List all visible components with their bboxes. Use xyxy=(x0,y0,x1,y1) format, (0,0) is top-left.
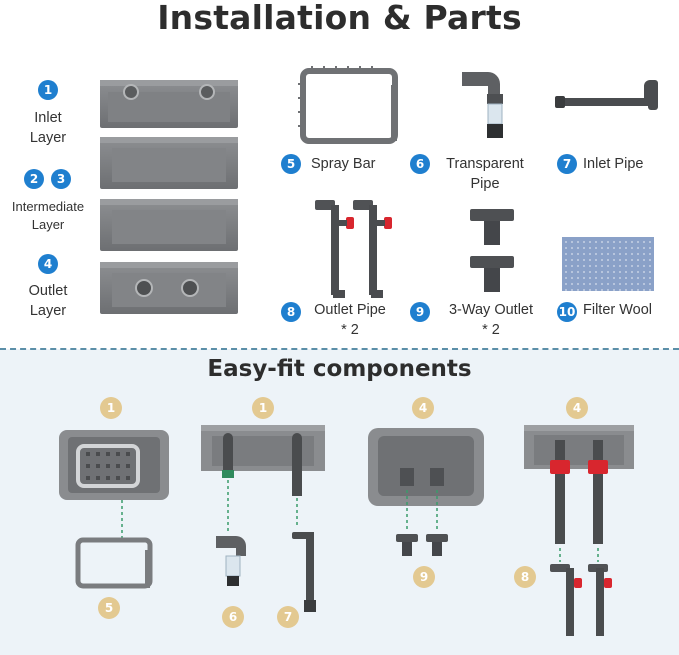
label-line: Layer xyxy=(29,130,67,146)
inlet-tray-spray-bar-assembly xyxy=(59,430,169,589)
three-way-outlet-illustration xyxy=(470,209,514,292)
outlet-tray-three-way-assembly xyxy=(368,428,484,556)
inlet-tray xyxy=(100,80,238,128)
label-line: * 2 xyxy=(482,322,500,338)
three-way-outlet-label: 3-Way Outlet * 2 xyxy=(435,300,547,340)
badge-4: 4 xyxy=(38,254,58,274)
inlet-pipe-label: Inlet Pipe xyxy=(583,156,644,172)
badge-9: 9 xyxy=(410,302,430,322)
label-line: Layer xyxy=(29,303,67,319)
label-line: Intermediate xyxy=(11,199,85,214)
section-divider xyxy=(0,348,679,350)
label-line: Layer xyxy=(31,217,65,232)
badge-6: 6 xyxy=(410,154,430,174)
component-badge-8: 8 xyxy=(514,566,536,588)
component-badge-5: 5 xyxy=(98,597,120,619)
page-title: Installation & Parts xyxy=(157,0,522,37)
outlet-pipe-label: Outlet Pipe * 2 xyxy=(303,300,397,340)
transparent-pipe-illustration xyxy=(462,72,503,138)
outlet-tray-outlet-pipe-assembly xyxy=(524,425,634,636)
label-line: Transparent xyxy=(446,156,524,172)
spray-bar-label: Spray Bar xyxy=(311,156,376,172)
outlet-layer-label: Outlet Layer xyxy=(14,281,82,321)
component-badge-1a: 1 xyxy=(100,397,122,419)
badge-7: 7 xyxy=(557,154,577,174)
label-line: Outlet xyxy=(28,283,68,299)
filter-wool-label: Filter Wool xyxy=(583,302,653,318)
label-line: * 2 xyxy=(341,322,359,338)
inlet-pipe-illustration xyxy=(555,80,658,110)
intermediate-tray-3 xyxy=(100,199,238,251)
badge-2: 2 xyxy=(24,169,44,189)
inlet-layer-label: Inlet Layer xyxy=(14,108,82,148)
component-badge-7: 7 xyxy=(277,606,299,628)
badge-1: 1 xyxy=(38,80,58,100)
component-badge-6: 6 xyxy=(222,606,244,628)
outlet-pipe-illustration xyxy=(315,200,392,298)
component-badge-4a: 4 xyxy=(412,397,434,419)
inlet-tray-pipe-assembly xyxy=(201,425,325,612)
label-line: Pipe xyxy=(470,176,500,192)
badge-3: 3 xyxy=(51,169,71,189)
badge-8: 8 xyxy=(281,302,301,322)
outlet-tray xyxy=(100,262,238,314)
label-line: Inlet xyxy=(34,110,62,126)
label-line: 3-Way Outlet xyxy=(448,302,534,318)
badge-5: 5 xyxy=(281,154,301,174)
component-badge-1b: 1 xyxy=(252,397,274,419)
section-title: Easy-fit components xyxy=(207,356,472,382)
component-badge-4b: 4 xyxy=(566,397,588,419)
transparent-pipe-label: Transparent Pipe xyxy=(434,154,536,194)
label-line: Outlet Pipe xyxy=(314,302,386,318)
filter-wool-illustration xyxy=(562,237,654,291)
intermediate-layer-label: Intermediate Layer xyxy=(0,197,96,235)
badge-10: 10 xyxy=(557,302,577,322)
spray-bar-illustration xyxy=(298,66,398,144)
component-badge-9: 9 xyxy=(413,566,435,588)
intermediate-tray-2 xyxy=(100,137,238,189)
